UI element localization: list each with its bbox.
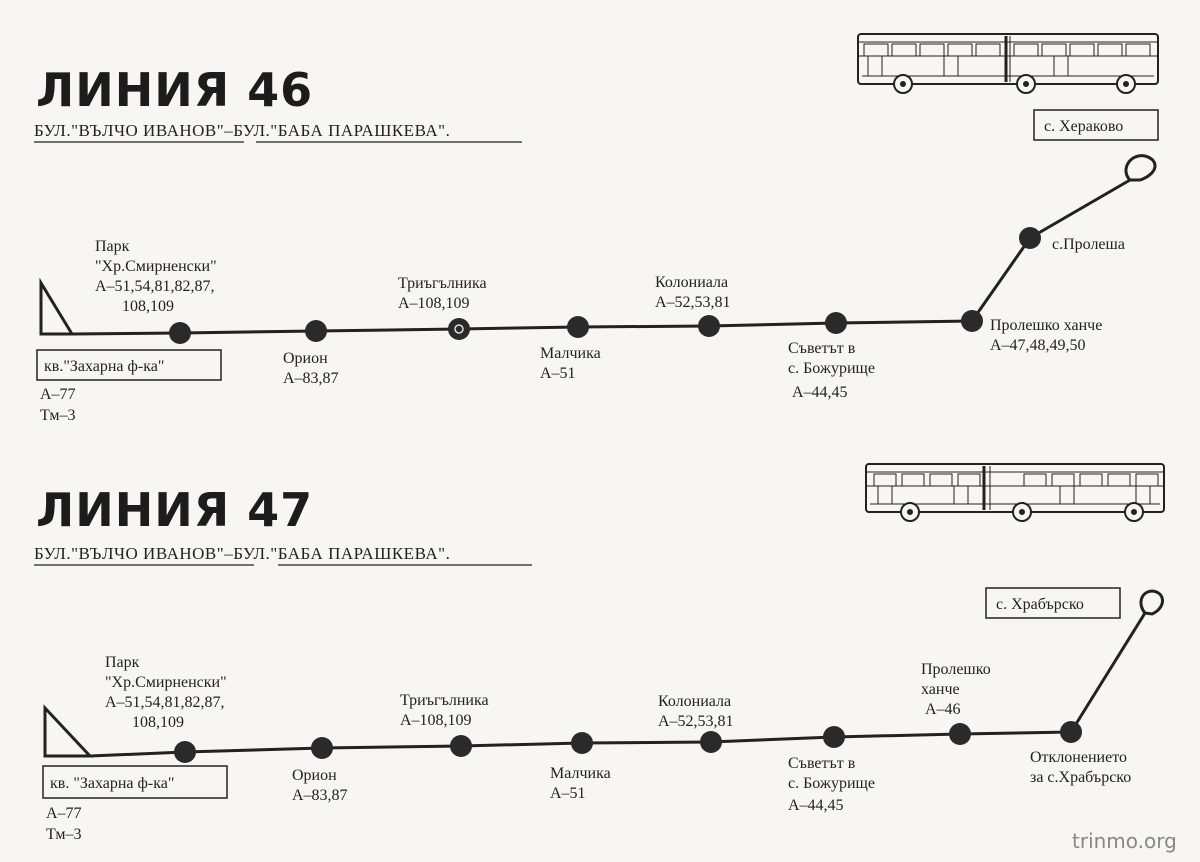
line-46-route-dash: – (223, 121, 233, 140)
stop-label: Парк "Хр.Смирненски" А–51,54,81,82,87, 1… (95, 238, 221, 315)
stop-label: Съветът в с. Божурище А–44,45 (788, 340, 879, 401)
stop-label: Пролешко ханче А–46 (921, 661, 995, 718)
stop-marker (305, 320, 327, 342)
line-46-section: ЛИНИЯ 46 БУЛ."ВЪЛЧО ИВАНОВ"–БУЛ."БАБА ПА… (34, 33, 1159, 424)
stop-label: Малчика А–51 (550, 765, 615, 802)
line-47-section: ЛИНИЯ 47 БУЛ."ВЪЛЧО ИВАНОВ"–БУЛ."БАБА ПА… (34, 463, 1165, 843)
start-terminus-loop (39, 277, 75, 336)
route-branch (1069, 612, 1147, 733)
stop-marker (448, 318, 470, 340)
end-terminus-name: с. Храбърско (996, 596, 1084, 613)
start-terminus-box (36, 349, 222, 381)
start-terminus-name: кв."Захарна ф-ка" (44, 358, 164, 375)
line-47-route-start: БУЛ."ВЪЛЧО ИВАНОВ" (34, 544, 224, 563)
stop-label: Триъгълника А–108,109 (398, 275, 491, 312)
line-46-route-period: . (446, 121, 451, 140)
stop-marker (571, 732, 593, 754)
stop-marker (823, 726, 845, 748)
stop-label: Орион А–83,87 (292, 767, 348, 804)
line-47-route-end: БУЛ."БАБА ПАРАШКЕВА" (233, 544, 445, 563)
stop-label: Отклонението за с.Храбърско (1030, 749, 1131, 786)
terminus-connection: А–77 (46, 805, 82, 822)
articulated-bus-icon (865, 463, 1165, 522)
terminus-connection: Тм–3 (40, 407, 76, 424)
stop-label: Триъгълника А–108,109 (400, 692, 493, 729)
end-terminus-name: с. Хераково (1044, 118, 1123, 135)
stop-marker (961, 310, 983, 332)
stop-marker (311, 737, 333, 759)
stop-label: Съветът в с. Божурище А–44,45 (788, 755, 879, 814)
stop-label: Колониала А–52,53,81 (658, 693, 735, 730)
start-terminus-name: кв. "Захарна ф-ка" (50, 775, 174, 792)
route-path (71, 319, 973, 336)
watermark: trinmo.org (1072, 829, 1177, 853)
end-terminus-loop (1139, 589, 1164, 616)
stop-label: Малчика А–51 (540, 345, 605, 382)
stop-label: с.Пролеша (1052, 236, 1125, 253)
stop-label: Парк "Хр.Смирненски" А–51,54,81,82,87, 1… (105, 654, 231, 731)
line-47-title: ЛИНИЯ 47 (36, 483, 313, 537)
line-46-title: ЛИНИЯ 46 (36, 63, 313, 117)
start-terminus-loop (43, 704, 94, 758)
line-47-route-dash: – (223, 544, 233, 563)
stop-marker (1060, 721, 1082, 743)
stop-label: Пролешко ханче А–47,48,49,50 (990, 317, 1106, 354)
end-terminus-box (1033, 109, 1159, 141)
line-46-route-end: БУЛ."БАБА ПАРАШКЕВА" (233, 121, 445, 140)
stop-marker (169, 322, 191, 344)
stop-label: Орион А–83,87 (283, 350, 339, 387)
line-47-route: БУЛ."ВЪЛЧО ИВАНОВ"–БУЛ."БАБА ПАРАШКЕВА". (34, 544, 450, 563)
stop-marker (450, 735, 472, 757)
stop-marker (825, 312, 847, 334)
start-terminus-box (42, 765, 228, 799)
stop-marker (698, 315, 720, 337)
stop-marker-ring (454, 324, 464, 334)
terminus-connection: Тм–3 (46, 826, 82, 843)
stop-marker (174, 741, 196, 763)
stop-marker (949, 723, 971, 745)
line-46-route-start: БУЛ."ВЪЛЧО ИВАНОВ" (34, 121, 224, 140)
end-terminus-box (985, 587, 1121, 619)
stop-marker (567, 316, 589, 338)
stop-marker (700, 731, 722, 753)
line-47-route-period: . (446, 544, 451, 563)
stop-label: Колониала А–52,53,81 (655, 274, 732, 311)
end-terminus-loop (1124, 154, 1157, 182)
line-46-route: БУЛ."ВЪЛЧО ИВАНОВ"–БУЛ."БАБА ПАРАШКЕВА". (34, 121, 450, 140)
articulated-bus-icon (857, 33, 1159, 94)
stop-marker (1019, 227, 1041, 249)
terminus-connection: А–77 (40, 386, 76, 403)
